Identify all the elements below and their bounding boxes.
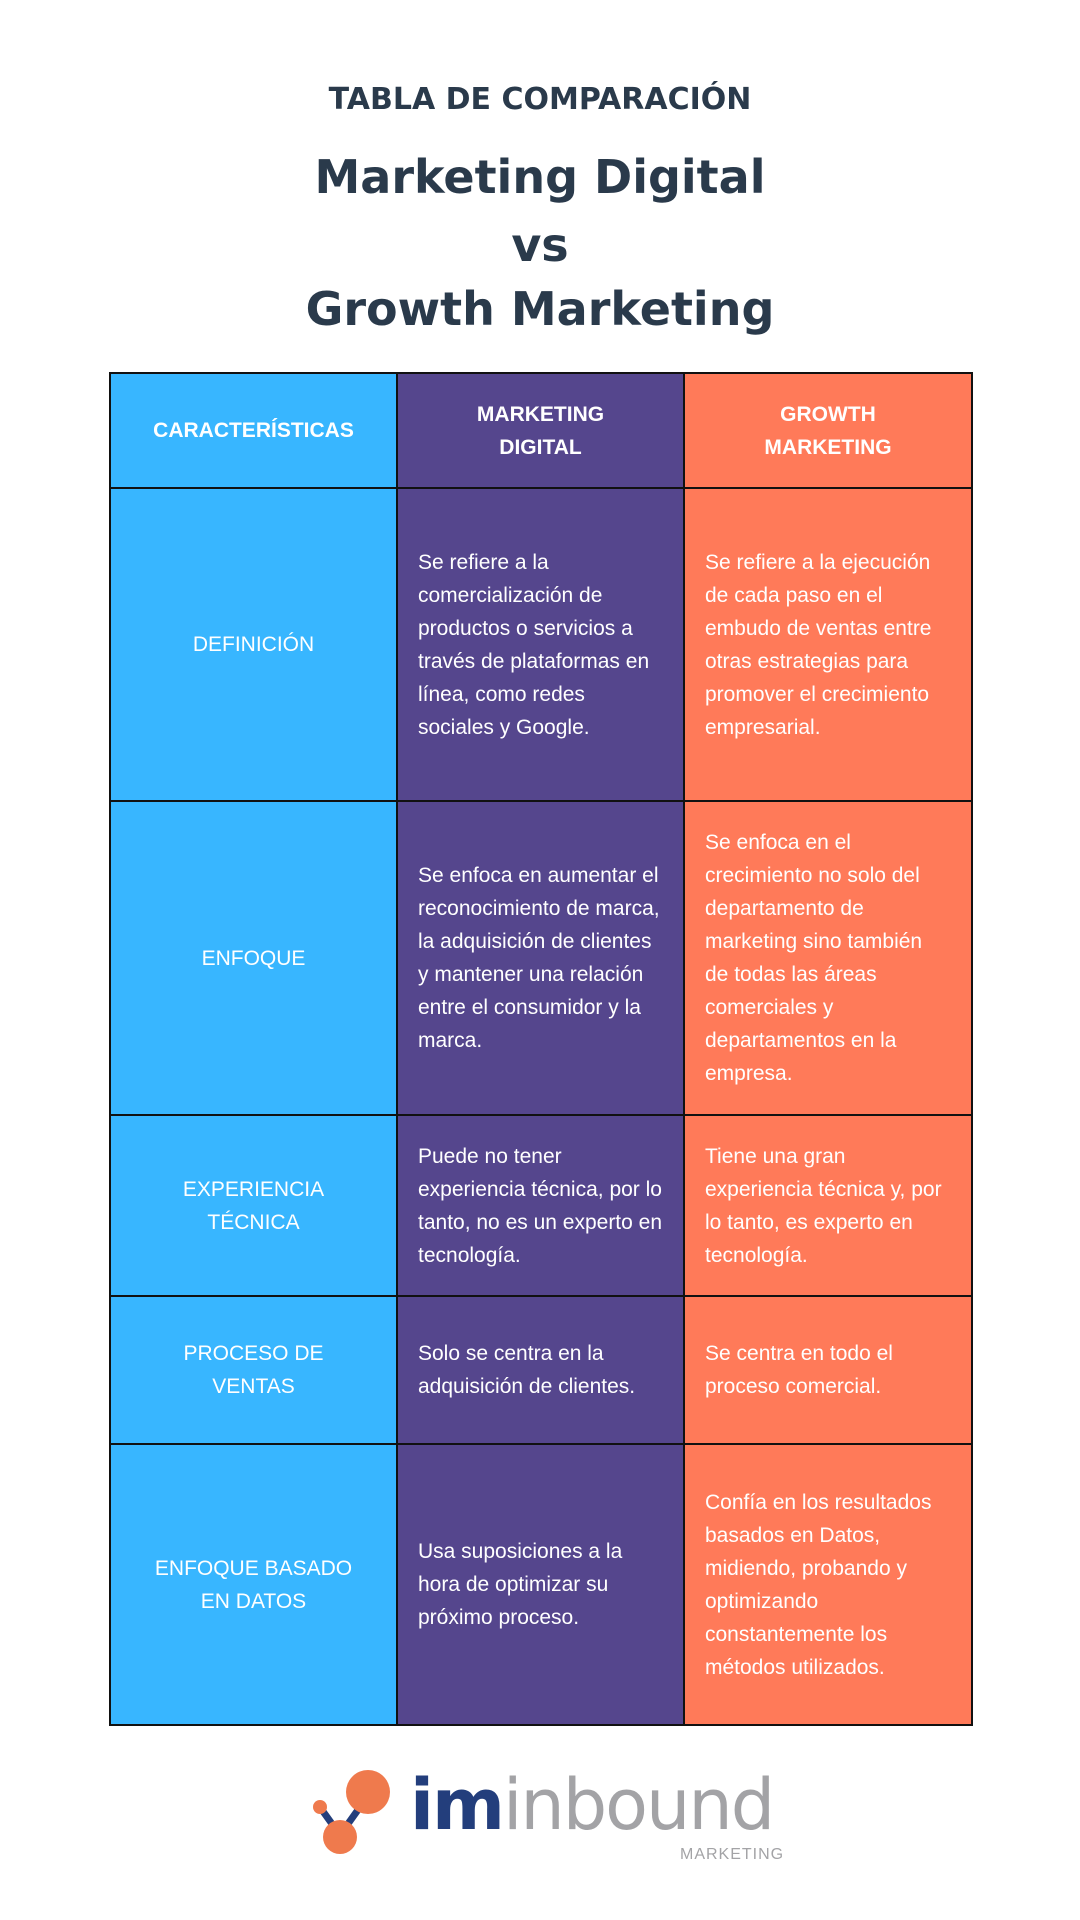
iminbound-logo: iminbound MARKETING xyxy=(310,1764,783,1863)
header-characteristics: CARACTERÍSTICAS xyxy=(111,374,398,489)
feature-cell: ENFOQUE BASADO EN DATOS xyxy=(111,1445,398,1724)
growth-cell: Se centra en todo el proceso comercial. xyxy=(685,1297,971,1445)
digital-cell: Se refiere a la comercialización de prod… xyxy=(398,489,685,802)
feature-cell: DEFINICIÓN xyxy=(111,489,398,802)
logo-subtitle: MARKETING xyxy=(680,1846,785,1863)
logo-wordmark: iminbound xyxy=(410,1764,775,1846)
feature-cell: PROCESO DE VENTAS xyxy=(111,1297,398,1445)
growth-cell: Tiene una gran experiencia técnica y, po… xyxy=(685,1116,971,1297)
growth-cell: Se refiere a la ejecución de cada paso e… xyxy=(685,489,971,802)
growth-cell: Confía en los resultados basados en Dato… xyxy=(685,1445,971,1724)
growth-cell: Se enfoca en el crecimiento no solo del … xyxy=(685,802,971,1116)
feature-cell: EXPERIENCIA TÉCNICA xyxy=(111,1116,398,1297)
title-line-3: Growth Marketing xyxy=(305,282,775,336)
digital-cell: Puede no tener experiencia técnica, por … xyxy=(398,1116,685,1297)
header-digital-label: MARKETING DIGITAL xyxy=(476,402,605,459)
digital-cell: Usa suposiciones a la hora de optimizar … xyxy=(398,1445,685,1724)
kicker-title: TABLA DE COMPARACIÓN xyxy=(328,82,752,117)
molecule-icon xyxy=(313,1770,390,1854)
digital-cell: Solo se centra en la adquisición de clie… xyxy=(398,1297,685,1445)
logo-im: im xyxy=(410,1764,505,1846)
comparison-table: CARACTERÍSTICAS MARKETING DIGITAL GROWTH… xyxy=(109,372,973,1726)
title-line-1: Marketing Digital xyxy=(314,150,766,204)
header-digital: MARKETING DIGITAL xyxy=(398,374,685,489)
header-growth: GROWTH MARKETING xyxy=(685,374,971,489)
title-line-2: vs xyxy=(511,218,569,272)
logo-inbound: inbound xyxy=(502,1764,775,1846)
digital-cell: Se enfoca en aumentar el reconocimiento … xyxy=(398,802,685,1116)
feature-cell: ENFOQUE xyxy=(111,802,398,1116)
header-growth-label: GROWTH MARKETING xyxy=(764,402,892,459)
